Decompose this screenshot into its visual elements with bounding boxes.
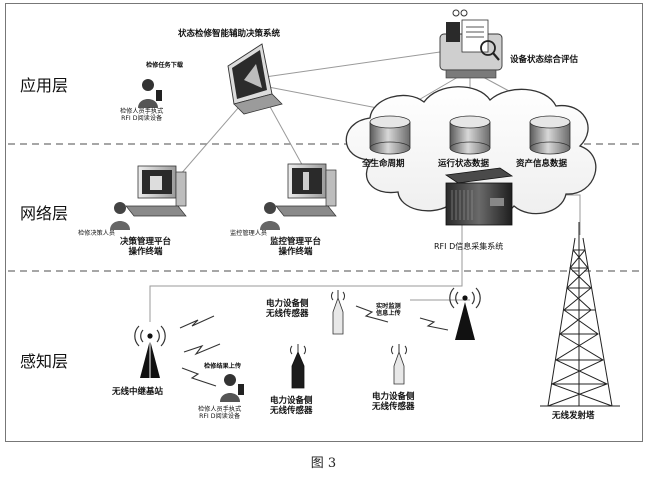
- antenna-icon: [449, 287, 481, 340]
- result-upload-label: 检修结果上传: [204, 363, 242, 370]
- sensor-icon: [391, 344, 407, 385]
- diagram-frame: [5, 3, 643, 442]
- task-download-label: 检修任务下载: [146, 62, 184, 69]
- report-icon: [439, 9, 503, 79]
- lightning-icon: [179, 305, 449, 387]
- tower-label: 无线发射塔: [552, 411, 595, 421]
- sensor-right-label: 电力设备侧无线传感器: [372, 392, 415, 412]
- evaluation-label: 设备状态综合评估: [510, 55, 579, 65]
- antenna-icon: [134, 325, 166, 378]
- computer-icon: [275, 163, 337, 217]
- person-icon: [138, 79, 162, 108]
- sensor-top-label: 电力设备侧无线传感器: [266, 299, 309, 319]
- db-label-asset-info: 资产信息数据: [516, 159, 568, 169]
- tower-icon: [540, 222, 620, 407]
- laptop-icon: [227, 43, 283, 115]
- computer-icon: [125, 165, 187, 217]
- sensor-icon: [290, 344, 306, 389]
- relay-station-label: 无线中继基站: [112, 387, 164, 397]
- database-icon: [449, 115, 491, 155]
- figure-caption: 图 3: [310, 456, 337, 471]
- server-icon: [444, 167, 514, 226]
- monitor-terminal-label: 监控管理平台操作终端: [270, 237, 322, 257]
- person-icon: [220, 374, 244, 402]
- db-label-lifecycle: 全生命周期: [362, 159, 405, 169]
- sensor-mid-label: 电力设备侧无线传感器: [270, 396, 313, 416]
- db-label-running-state: 运行状态数据: [438, 159, 490, 169]
- person-icon: [110, 202, 130, 230]
- decision-terminal-label: 决策管理平台操作终端: [120, 237, 172, 257]
- rfid-system-label: RFI D信息采集系统: [434, 242, 504, 251]
- database-icon: [369, 115, 411, 155]
- realtime-upload-label: 实时监测信息上传: [376, 303, 401, 318]
- system-title: 状态检修智能辅助决策系统: [178, 29, 281, 39]
- decision-operator-label: 检修决策人员: [78, 230, 116, 237]
- sensor-icon: [331, 290, 345, 335]
- layer-label-network: 网络层: [20, 204, 69, 223]
- layer-label-application: 应用层: [20, 76, 69, 95]
- person-icon: [260, 202, 280, 230]
- layer-label-perception: 感知层: [20, 352, 69, 371]
- monitor-operator-label: 监控管理人员: [230, 230, 268, 237]
- database-icon: [529, 115, 571, 155]
